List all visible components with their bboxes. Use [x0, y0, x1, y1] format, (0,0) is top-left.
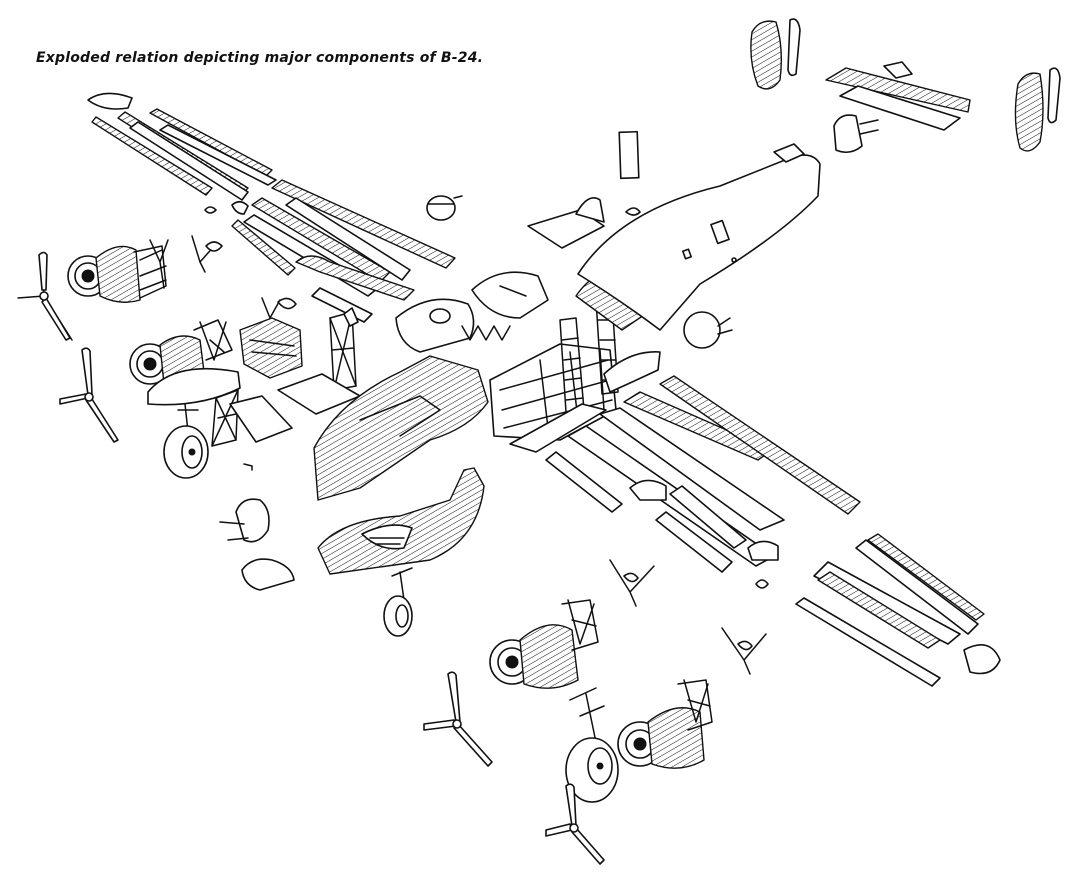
- tail-turret: [833, 114, 879, 154]
- right-outer-nacelle: [617, 679, 713, 769]
- left-wing-tip: [87, 92, 133, 110]
- bomb-bay-catwalk: [509, 351, 661, 453]
- right-main-landing-gear: [565, 687, 619, 803]
- nose-turret-canopy: [241, 558, 295, 591]
- fuselage-frames: [461, 325, 511, 341]
- aft-fuselage: [577, 143, 821, 331]
- nose-section: [317, 467, 485, 575]
- left-bay-door: [229, 395, 293, 443]
- right-wing-tip: [963, 644, 1001, 675]
- left-main-landing-gear: [163, 403, 209, 479]
- forward-fuselage-upper: [313, 355, 489, 501]
- right-gear-strut-b: [721, 627, 767, 675]
- diagram-caption: Exploded relation depicting major compon…: [36, 50, 484, 66]
- upper-turret-dome: [426, 195, 463, 221]
- right-aileron: [795, 597, 941, 687]
- cockpit-window-panel: [618, 130, 640, 180]
- left-vertical-fin: [750, 18, 801, 90]
- right-outer-propeller: [545, 783, 605, 865]
- left-gear-bay-frame: [239, 317, 303, 379]
- left-outer-propeller: [17, 251, 73, 341]
- left-gear-strut-a: [191, 235, 223, 273]
- right-vertical-fin: [1014, 67, 1061, 152]
- nose-gear-strut: [383, 567, 413, 637]
- left-inner-propeller: [59, 347, 119, 443]
- right-gear-strut-a: [609, 559, 655, 607]
- left-wing-small-fairing: [204, 200, 249, 215]
- small-bracket: [243, 463, 253, 471]
- nose-turret: [219, 498, 270, 543]
- right-inner-propeller: [423, 671, 493, 767]
- left-flap-panel: [295, 255, 415, 323]
- left-inner-nacelle: [129, 319, 241, 406]
- left-aileron: [149, 108, 277, 186]
- forward-fuselage-canopy: [395, 298, 475, 353]
- right-outer-wing-panel: [813, 533, 985, 649]
- left-gear-truss: [211, 389, 239, 447]
- left-outer-wing-panel: [117, 111, 249, 201]
- center-bay-truss-left: [329, 307, 359, 391]
- left-center-wing-leading-edge: [231, 219, 296, 276]
- right-inner-nacelle: [489, 599, 599, 689]
- dorsal-hatch: [527, 197, 641, 249]
- dorsal-panel: [471, 271, 549, 319]
- left-outer-nacelle: [67, 239, 169, 303]
- right-center-wing-panel: [567, 375, 861, 567]
- ball-turret: [683, 311, 733, 349]
- left-outer-wing-leading-edge: [91, 116, 213, 196]
- right-flap-segments: [545, 451, 779, 589]
- horizontal-stabilizer: [825, 61, 971, 131]
